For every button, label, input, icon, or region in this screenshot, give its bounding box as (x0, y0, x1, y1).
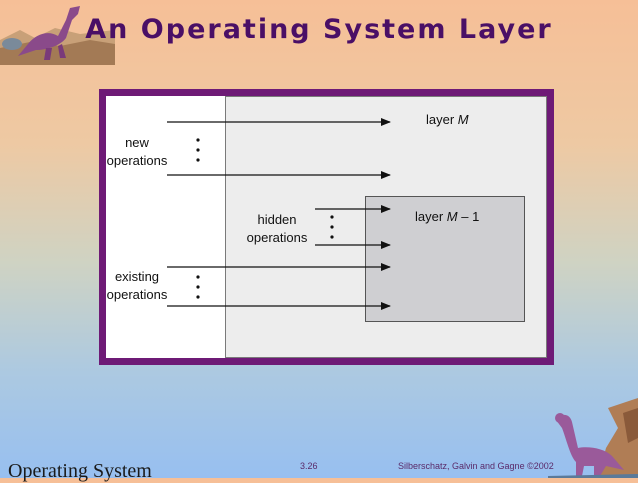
course-label: Operating System (8, 460, 152, 482)
existing-operations-label: existing operations (106, 269, 168, 302)
copyright-credit: Silberschatz, Galvin and Gagne ©2002 (398, 461, 554, 471)
layer-m-minus-1-box (365, 196, 525, 322)
layer-m-label: layer M (426, 112, 469, 127)
new-operations-label: new operations (106, 135, 168, 168)
page-number: 3.26 (300, 461, 318, 471)
hidden-operations-ellipsis (330, 215, 334, 239)
dinosaur-bottom-right-illustration (548, 398, 638, 478)
new-operations-ellipsis (196, 138, 200, 162)
layer-m-minus-1-label: layer M – 1 (415, 209, 480, 224)
dinosaur-top-left-illustration (0, 6, 115, 65)
hidden-operations-label: hidden operations (246, 212, 308, 245)
existing-operations-ellipsis (196, 275, 200, 299)
slide-title: An Operating System Layer (85, 14, 553, 45)
